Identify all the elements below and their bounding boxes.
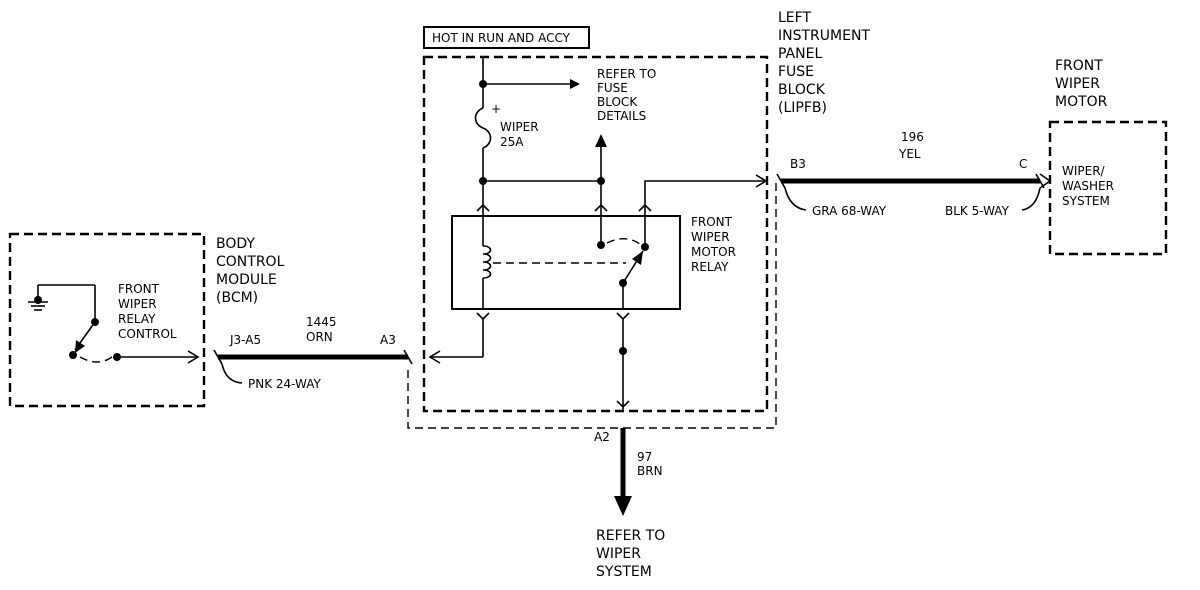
svg-text:FUSE: FUSE — [597, 81, 628, 95]
svg-text:+: + — [491, 102, 501, 116]
relay-box — [451, 215, 681, 310]
svg-text:CONTROL: CONTROL — [216, 254, 285, 270]
svg-text:RELAY: RELAY — [118, 312, 156, 326]
refer-fuse-block-label: REFER TO FUSE BLOCK DETAILS — [597, 67, 656, 123]
svg-text:FRONT: FRONT — [1055, 58, 1103, 74]
bcm-box — [8, 232, 206, 408]
lipfb-box — [422, 55, 769, 413]
svg-text:WIPER: WIPER — [596, 546, 641, 562]
arrow-down-icon — [614, 496, 632, 516]
svg-text:196: 196 — [901, 130, 924, 144]
svg-text:BLOCK: BLOCK — [597, 95, 638, 109]
svg-text:FRONT: FRONT — [118, 282, 160, 296]
connector-icon — [755, 174, 768, 188]
svg-text:SYSTEM: SYSTEM — [1062, 194, 1110, 208]
svg-text:B3: B3 — [790, 157, 806, 171]
svg-text:1445: 1445 — [306, 315, 337, 329]
svg-text:BLK 5-WAY: BLK 5-WAY — [945, 204, 1010, 218]
svg-text:(BCM): (BCM) — [216, 290, 258, 306]
fuse-icon — [474, 107, 492, 149]
svg-text:LEFT: LEFT — [778, 10, 811, 26]
relay-label: FRONT WIPER MOTOR RELAY — [691, 215, 736, 274]
fwrc-label: FRONT WIPER RELAY CONTROL — [118, 282, 177, 341]
svg-text:ORN: ORN — [306, 330, 333, 344]
svg-text:SYSTEM: SYSTEM — [596, 564, 652, 580]
svg-text:MOTOR: MOTOR — [691, 245, 736, 259]
svg-text:CONTROL: CONTROL — [118, 327, 177, 341]
svg-text:DETAILS: DETAILS — [597, 109, 646, 123]
refer-wiper-system-label: REFER TO WIPER SYSTEM — [596, 528, 665, 580]
svg-text:MODULE: MODULE — [216, 272, 277, 288]
svg-text:C: C — [1019, 157, 1027, 171]
arrow-right-icon — [570, 79, 580, 89]
front-wiper-motor-label: FRONT WIPER MOTOR — [1055, 58, 1108, 110]
fuse-feed: + WIPER 25A — [474, 57, 580, 216]
svg-text:WIPER: WIPER — [500, 120, 539, 134]
svg-text:WIPER: WIPER — [118, 297, 157, 311]
svg-text:WIPER: WIPER — [691, 230, 730, 244]
svg-text:WIPER: WIPER — [1055, 76, 1100, 92]
arrow-up-icon — [595, 134, 607, 147]
svg-text:YEL: YEL — [898, 147, 921, 161]
svg-text:BLOCK: BLOCK — [778, 82, 826, 98]
switch-arrow-icon — [75, 340, 85, 353]
relay-coil-icon — [482, 245, 492, 279]
hot-in-run-text: HOT IN RUN AND ACCY — [432, 31, 571, 45]
svg-text:RELAY: RELAY — [691, 260, 729, 274]
svg-text:REFER TO: REFER TO — [597, 67, 656, 81]
svg-text:A3: A3 — [380, 333, 396, 347]
connector-icon — [1039, 173, 1052, 189]
svg-text:INSTRUMENT: INSTRUMENT — [778, 28, 870, 44]
svg-text:WIPER/: WIPER/ — [1062, 164, 1106, 178]
svg-text:(LIPFB): (LIPFB) — [778, 100, 827, 116]
bcm-label: BODY CONTROL MODULE (BCM) — [216, 236, 285, 306]
svg-text:A2: A2 — [594, 430, 610, 444]
ground-icon — [28, 285, 48, 311]
connector-icon — [428, 350, 441, 364]
connector-leader — [221, 363, 243, 384]
wiper-washer-system-label: WIPER/ WASHER SYSTEM — [1062, 164, 1114, 208]
hot-in-run-label: HOT IN RUN AND ACCY — [423, 26, 590, 49]
svg-text:BRN: BRN — [637, 464, 663, 478]
connector-icon — [187, 350, 200, 364]
connector-leader — [1021, 187, 1041, 211]
switch-arrow-icon — [632, 251, 643, 265]
svg-text:PNK 24-WAY: PNK 24-WAY — [248, 377, 321, 391]
svg-text:WASHER: WASHER — [1062, 179, 1114, 193]
svg-text:PANEL: PANEL — [778, 46, 822, 62]
svg-text:J3-A5: J3-A5 — [229, 333, 261, 347]
svg-text:FRONT: FRONT — [691, 215, 733, 229]
front-wiper-motor-box — [1048, 120, 1168, 256]
svg-text:FUSE: FUSE — [778, 64, 814, 80]
svg-text:BODY: BODY — [216, 236, 255, 252]
svg-text:GRA 68-WAY: GRA 68-WAY — [812, 204, 887, 218]
svg-text:97: 97 — [637, 450, 652, 464]
svg-text:MOTOR: MOTOR — [1055, 94, 1108, 110]
lipfb-label: LEFT INSTRUMENT PANEL FUSE BLOCK (LIPFB) — [778, 10, 870, 116]
svg-text:25A: 25A — [500, 135, 524, 149]
connector-leader — [784, 187, 807, 211]
svg-text:REFER TO: REFER TO — [596, 528, 665, 544]
